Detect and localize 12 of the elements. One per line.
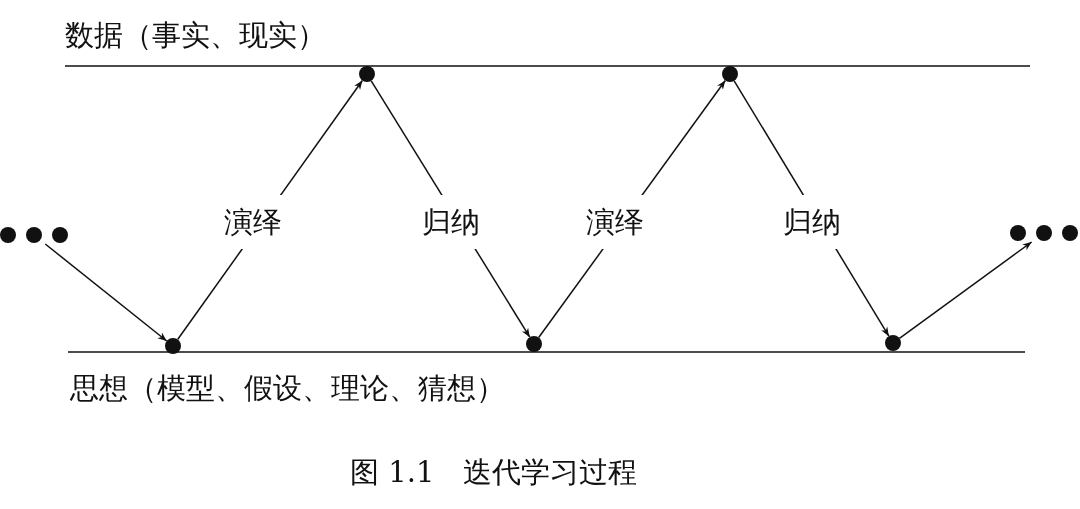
ellipsis-dots xyxy=(0,226,69,244)
point-dot xyxy=(165,338,181,354)
point-dot xyxy=(359,66,375,82)
point-dot xyxy=(885,335,901,351)
point-dot xyxy=(722,66,738,82)
arrow xyxy=(44,243,168,342)
line-label: 思想（模型、假设、理论、猜想） xyxy=(70,371,505,405)
line-label: 数据（事实、现实） xyxy=(65,18,326,52)
arrow xyxy=(898,241,1033,340)
point-dot xyxy=(526,336,542,352)
figure-caption: 图 1.1 迭代学习过程 xyxy=(350,455,638,489)
ellipsis-dots xyxy=(1009,224,1079,242)
